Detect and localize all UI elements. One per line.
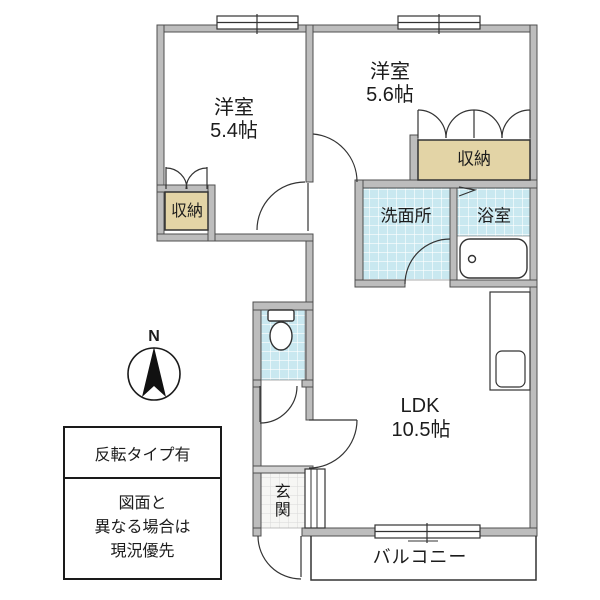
wall-toilet-north	[252, 301, 314, 311]
wall-south-a	[252, 527, 262, 537]
entrance-floor	[258, 471, 306, 529]
room-label-bathroom: 浴室	[477, 206, 511, 226]
wall-wash-bath-divider	[449, 187, 458, 281]
balcony-outline	[310, 536, 537, 581]
entrance-step	[252, 465, 314, 474]
room-label-west1: 洋室	[214, 97, 254, 119]
wall-room-divider	[305, 24, 314, 183]
compass-north-label: N	[148, 328, 160, 346]
wall-wash-west	[354, 179, 364, 288]
door-swing-washroom	[404, 238, 451, 285]
balcony-railing	[310, 536, 537, 581]
room-label-west2: 洋室	[370, 61, 410, 83]
wall-toilet-south-b	[301, 379, 314, 388]
kitchen-sink	[495, 350, 526, 388]
shoe-cabinet	[304, 468, 326, 529]
compass	[127, 347, 181, 401]
note-disclaimer-line3: 現況優先	[110, 542, 175, 560]
room-label-storage1: 収納	[170, 203, 204, 221]
wall-bath-south	[449, 279, 538, 288]
wall-wash-south	[354, 279, 406, 288]
wall-wash-north	[354, 179, 538, 189]
north-arrow	[142, 347, 166, 397]
fixtures	[267, 238, 531, 529]
storage2-door-swing-b	[445, 109, 475, 139]
closets	[164, 139, 531, 231]
room-label-entrance: 玄関	[271, 483, 289, 519]
walls	[156, 24, 538, 537]
door-swing-toilet	[259, 385, 298, 424]
storage1-door-swing-right	[185, 167, 208, 190]
wall-west-upper	[156, 24, 165, 242]
bathtub	[459, 238, 528, 279]
storage2-door-swing-d	[501, 109, 531, 139]
wall-toilet-south-a	[252, 379, 262, 388]
note-disclaimer-line2: 異なる場合は	[94, 518, 191, 536]
storage2-door-swing-a	[417, 109, 447, 139]
windows	[216, 14, 481, 543]
room-size-west2: 5.6帖	[366, 84, 414, 106]
room-label-storage2: 収納	[457, 149, 491, 169]
bathtub-drain	[467, 254, 477, 264]
storage2-door-swing-c	[473, 109, 503, 139]
toilet-tank	[267, 309, 295, 322]
wall-room1-south	[156, 233, 314, 242]
toilet-bowl	[269, 321, 293, 351]
wall-hall-ldk	[305, 240, 314, 421]
room-label-ldk: LDK	[400, 395, 440, 417]
storage2-box	[417, 139, 531, 181]
doors	[165, 109, 531, 580]
room-size-west1: 5.4帖	[210, 120, 258, 142]
washroom-floor	[362, 187, 451, 281]
room-size-ldk: 10.5帖	[391, 419, 451, 441]
note-disclaimer: 図面と 異なる場合は 現況優先	[65, 479, 220, 576]
wall-storage1-right	[207, 184, 216, 242]
door-swing-ldk	[308, 419, 358, 469]
notes-box: 反転タイプ有 図面と 異なる場合は 現況優先	[63, 426, 222, 580]
bathroom-door-icon	[458, 186, 478, 197]
room-label-washroom: 洗面所	[380, 206, 432, 226]
room-label-balcony: バルコニー	[372, 547, 468, 568]
door-swing-west-room-1	[256, 181, 306, 231]
storage1-box	[164, 191, 209, 231]
door-swing-entrance	[257, 535, 302, 580]
note-reversed-type: 反転タイプ有	[65, 428, 220, 479]
note-disclaimer-line1: 図面と	[118, 494, 167, 512]
wall-south-b	[301, 527, 376, 537]
wall-south-c	[479, 527, 538, 537]
door-swing-west-room-2	[312, 133, 358, 183]
bathroom-floor	[456, 187, 531, 237]
